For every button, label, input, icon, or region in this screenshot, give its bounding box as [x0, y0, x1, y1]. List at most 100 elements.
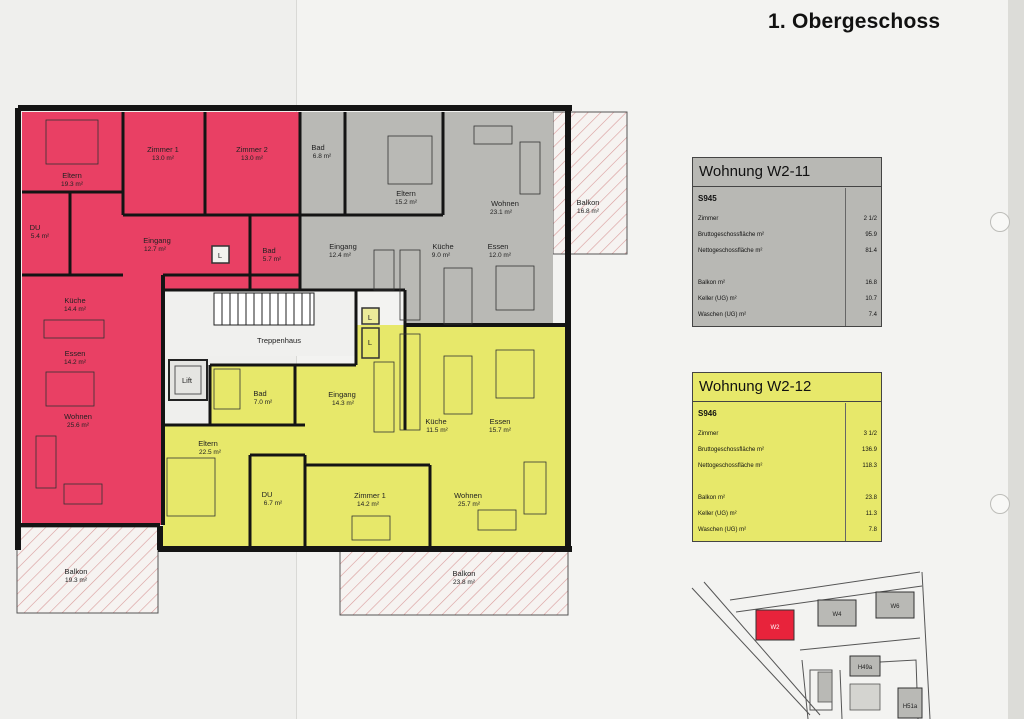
area-eltern-yellow: 22.5 m² [199, 449, 222, 456]
building-w6 [875, 591, 915, 619]
apartment-yellow [163, 325, 568, 547]
area-bad-yellow: 7.0 m² [254, 399, 273, 406]
furniture [35, 119, 547, 541]
label-eltern-red: Eltern [62, 171, 82, 180]
label-balkon-grey: Balkon [577, 198, 600, 207]
apartment-code: S946 [698, 409, 717, 418]
area-wohnen-yellow: 25.7 m² [458, 501, 481, 508]
area-wohnen-red: 25.6 m² [67, 422, 90, 429]
label-du-red: DU [30, 223, 41, 232]
label-zimmer1-yellow: Zimmer 1 [354, 491, 386, 500]
area-eingang-grey: 12.4 m² [329, 252, 352, 259]
area-kueche-red: 14.4 m² [64, 306, 87, 313]
storage-l3-shape [361, 327, 380, 359]
area-eltern-grey: 15.2 m² [395, 199, 418, 206]
stairs [213, 292, 315, 326]
label-storage-1: L [218, 251, 222, 260]
label-treppenhaus: Treppenhaus [257, 336, 301, 345]
balkon-yellow-area [339, 548, 569, 616]
area-eingang-yellow: 14.3 m² [332, 400, 355, 407]
area-essen-yellow: 15.7 m² [489, 427, 512, 434]
storage-l2-shape [361, 307, 380, 325]
binder-hole-bottom [990, 494, 1010, 514]
balkon-red-area [16, 526, 159, 614]
balkon-grey-area [552, 111, 628, 255]
area-bad-red: 5.7 m² [263, 256, 282, 263]
building-w6-label: W6 [891, 604, 901, 610]
area-bad-grey: 6.8 m² [313, 153, 332, 160]
apartment-title: Wohnung W2-12 [693, 373, 881, 402]
area-kueche-grey: 9.0 m² [432, 252, 451, 259]
area-balkon-yellow: 23.8 m² [453, 579, 476, 586]
walls [15, 105, 572, 552]
area-eingang-red: 12.7 m² [144, 246, 167, 253]
next-page-edge [1008, 0, 1024, 719]
building-h51a [897, 687, 923, 719]
label-essen-grey: Essen [488, 242, 509, 251]
area-essen-red: 14.2 m² [64, 359, 87, 366]
storage-l1-shape [211, 245, 230, 264]
site-map: W2 W4 W6 H49a H51a [691, 571, 931, 719]
column-divider [845, 188, 846, 326]
label-balkon-red: Balkon [65, 567, 88, 576]
label-eltern-grey: Eltern [396, 189, 416, 198]
area-essen-grey: 12.0 m² [489, 252, 512, 259]
label-eingang-grey: Eingang [329, 242, 357, 251]
area-eltern-red: 19.3 m² [61, 181, 84, 188]
page-title: 1. Obergeschoss [768, 10, 941, 33]
area-wohnen-grey: 23.1 m² [490, 209, 513, 216]
area-kueche-yellow: 11.5 m² [426, 427, 448, 434]
label-kueche-grey: Küche [432, 242, 453, 251]
label-wohnen-yellow: Wohnen [454, 491, 482, 500]
building-h49a [849, 655, 881, 677]
binder-hole-top [990, 212, 1010, 232]
label-eingang-yellow: Eingang [328, 390, 356, 399]
building-h51a-label: H51a [903, 704, 918, 710]
label-bad-yellow: Bad [253, 389, 266, 398]
apartment-title: Wohnung W2-11 [693, 158, 881, 187]
label-wohnen-red: Wohnen [64, 412, 92, 421]
area-zimmer2-red: 13.0 m² [241, 155, 264, 162]
apartment-code: S945 [698, 194, 717, 203]
label-du-yellow: DU [262, 490, 273, 499]
label-eltern-yellow: Eltern [198, 439, 218, 448]
label-bad-red: Bad [262, 246, 275, 255]
label-zimmer1-red: Zimmer 1 [147, 145, 179, 154]
building-w4-label: W4 [833, 612, 843, 618]
building-w2-label: W2 [771, 625, 781, 631]
column-divider [845, 403, 846, 541]
area-du-red: 5.4 m² [31, 233, 50, 240]
label-lift: Lift [182, 376, 193, 385]
label-balkon-yellow: Balkon [453, 569, 476, 578]
label-storage-3: L [368, 338, 372, 347]
area-zimmer1-yellow: 14.2 m² [357, 501, 380, 508]
building-w4 [817, 599, 857, 627]
building-w2 [755, 609, 795, 641]
label-bad-grey: Bad [311, 143, 324, 152]
label-essen-yellow: Essen [490, 417, 511, 426]
building-h49a-label: H49a [858, 665, 873, 671]
area-balkon-red: 19.3 m² [65, 577, 88, 584]
area-du-yellow: 6.7 m² [264, 500, 283, 507]
label-zimmer2-red: Zimmer 2 [236, 145, 268, 154]
label-kueche-yellow: Küche [425, 417, 446, 426]
label-wohnen-grey: Wohnen [491, 199, 519, 208]
area-balkon-grey: 16.8 m² [577, 208, 600, 215]
apartment-grey [300, 112, 553, 325]
label-kueche-red: Küche [64, 296, 85, 305]
area-zimmer1-red: 13.0 m² [152, 155, 175, 162]
label-eingang-red: Eingang [143, 236, 171, 245]
